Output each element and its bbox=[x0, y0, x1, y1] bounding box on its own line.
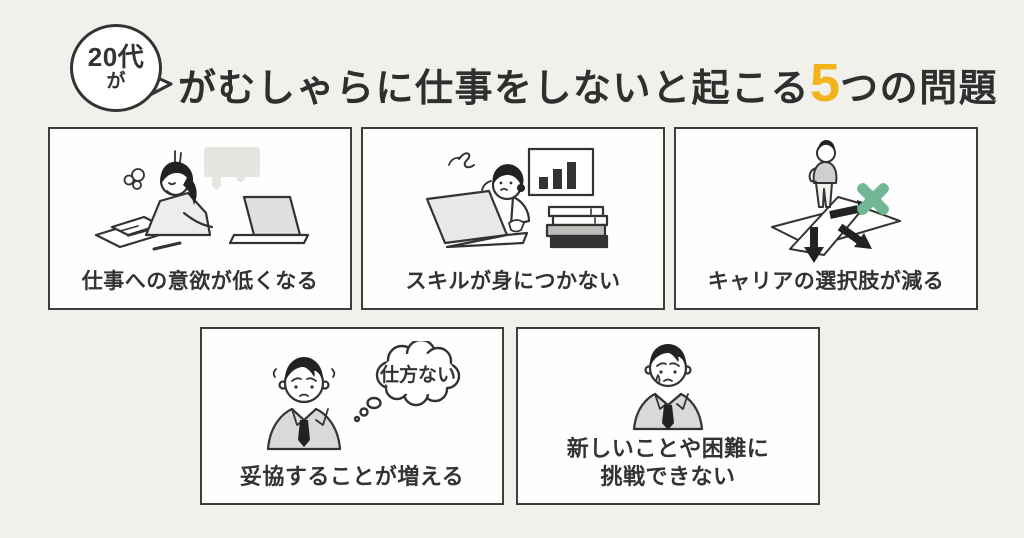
tie bbox=[662, 405, 674, 430]
problem-card-4: 仕方ない bbox=[200, 327, 504, 505]
standing-person bbox=[808, 142, 838, 208]
card5-caption-line1: 新しいことや困難に bbox=[566, 436, 770, 461]
hair bbox=[160, 161, 197, 205]
crossed-out-x-icon bbox=[857, 182, 889, 215]
problem-card-3: キャリアの選択肢が減る bbox=[674, 127, 978, 310]
card1-illustration-area bbox=[56, 135, 344, 269]
card3-caption: キャリアの選択肢が減る bbox=[707, 269, 945, 293]
card2-illustration-area bbox=[369, 135, 657, 269]
problems-row-bottom: 仕方ない bbox=[200, 327, 820, 505]
hair bbox=[284, 356, 324, 382]
speech-bubble: 20代 が bbox=[70, 24, 162, 112]
no-skill-illustration bbox=[425, 147, 609, 248]
cannot-challenge-illustration bbox=[632, 344, 704, 431]
card1-caption: 仕事への意欲が低くなる bbox=[81, 269, 319, 293]
title-prefix: がむしゃらに仕事をしないと起こる bbox=[178, 68, 811, 110]
crossroads-illustration bbox=[771, 139, 901, 263]
thought-bubble-text: 仕方ない bbox=[379, 363, 456, 386]
problem-card-5: 新しいことや困難に 挑戦できない bbox=[516, 327, 820, 505]
hair bbox=[492, 164, 525, 192]
thought-bubble bbox=[353, 340, 461, 422]
problem-card-2: スキルが身につかない bbox=[361, 127, 665, 310]
title-suffix: つの問題 bbox=[840, 68, 999, 110]
card2-caption: スキルが身につかない bbox=[405, 269, 621, 293]
card5-illustration-area bbox=[524, 335, 812, 435]
hair bbox=[818, 139, 835, 151]
bubble-text-line1: 20代 bbox=[87, 42, 145, 73]
card5-caption-line2: 挑戦できない bbox=[600, 463, 736, 489]
gray-blob bbox=[204, 146, 260, 189]
bubble-text-line2: が bbox=[106, 70, 126, 92]
card5-caption: 新しいことや困難に 挑戦できない bbox=[567, 435, 770, 490]
bar-chart-icon bbox=[539, 161, 576, 189]
problem-card-1: 仕事への意欲が低くなる bbox=[48, 127, 352, 310]
title-highlight-number: 5 bbox=[810, 53, 841, 113]
problems-row-top: 仕事への意欲が低くなる bbox=[48, 127, 978, 310]
slumped-worker-illustration bbox=[94, 146, 310, 251]
card4-caption: 妥協することが増える bbox=[239, 463, 465, 489]
tie bbox=[298, 419, 310, 447]
hair bbox=[649, 344, 687, 367]
compromise-illustration: 仕方ない bbox=[266, 340, 461, 450]
card3-illustration-area bbox=[682, 135, 970, 269]
card4-illustration-area: 仕方ない bbox=[208, 335, 496, 463]
page-title: がむしゃらに仕事をしないと起こる5つの問題 bbox=[178, 56, 998, 110]
